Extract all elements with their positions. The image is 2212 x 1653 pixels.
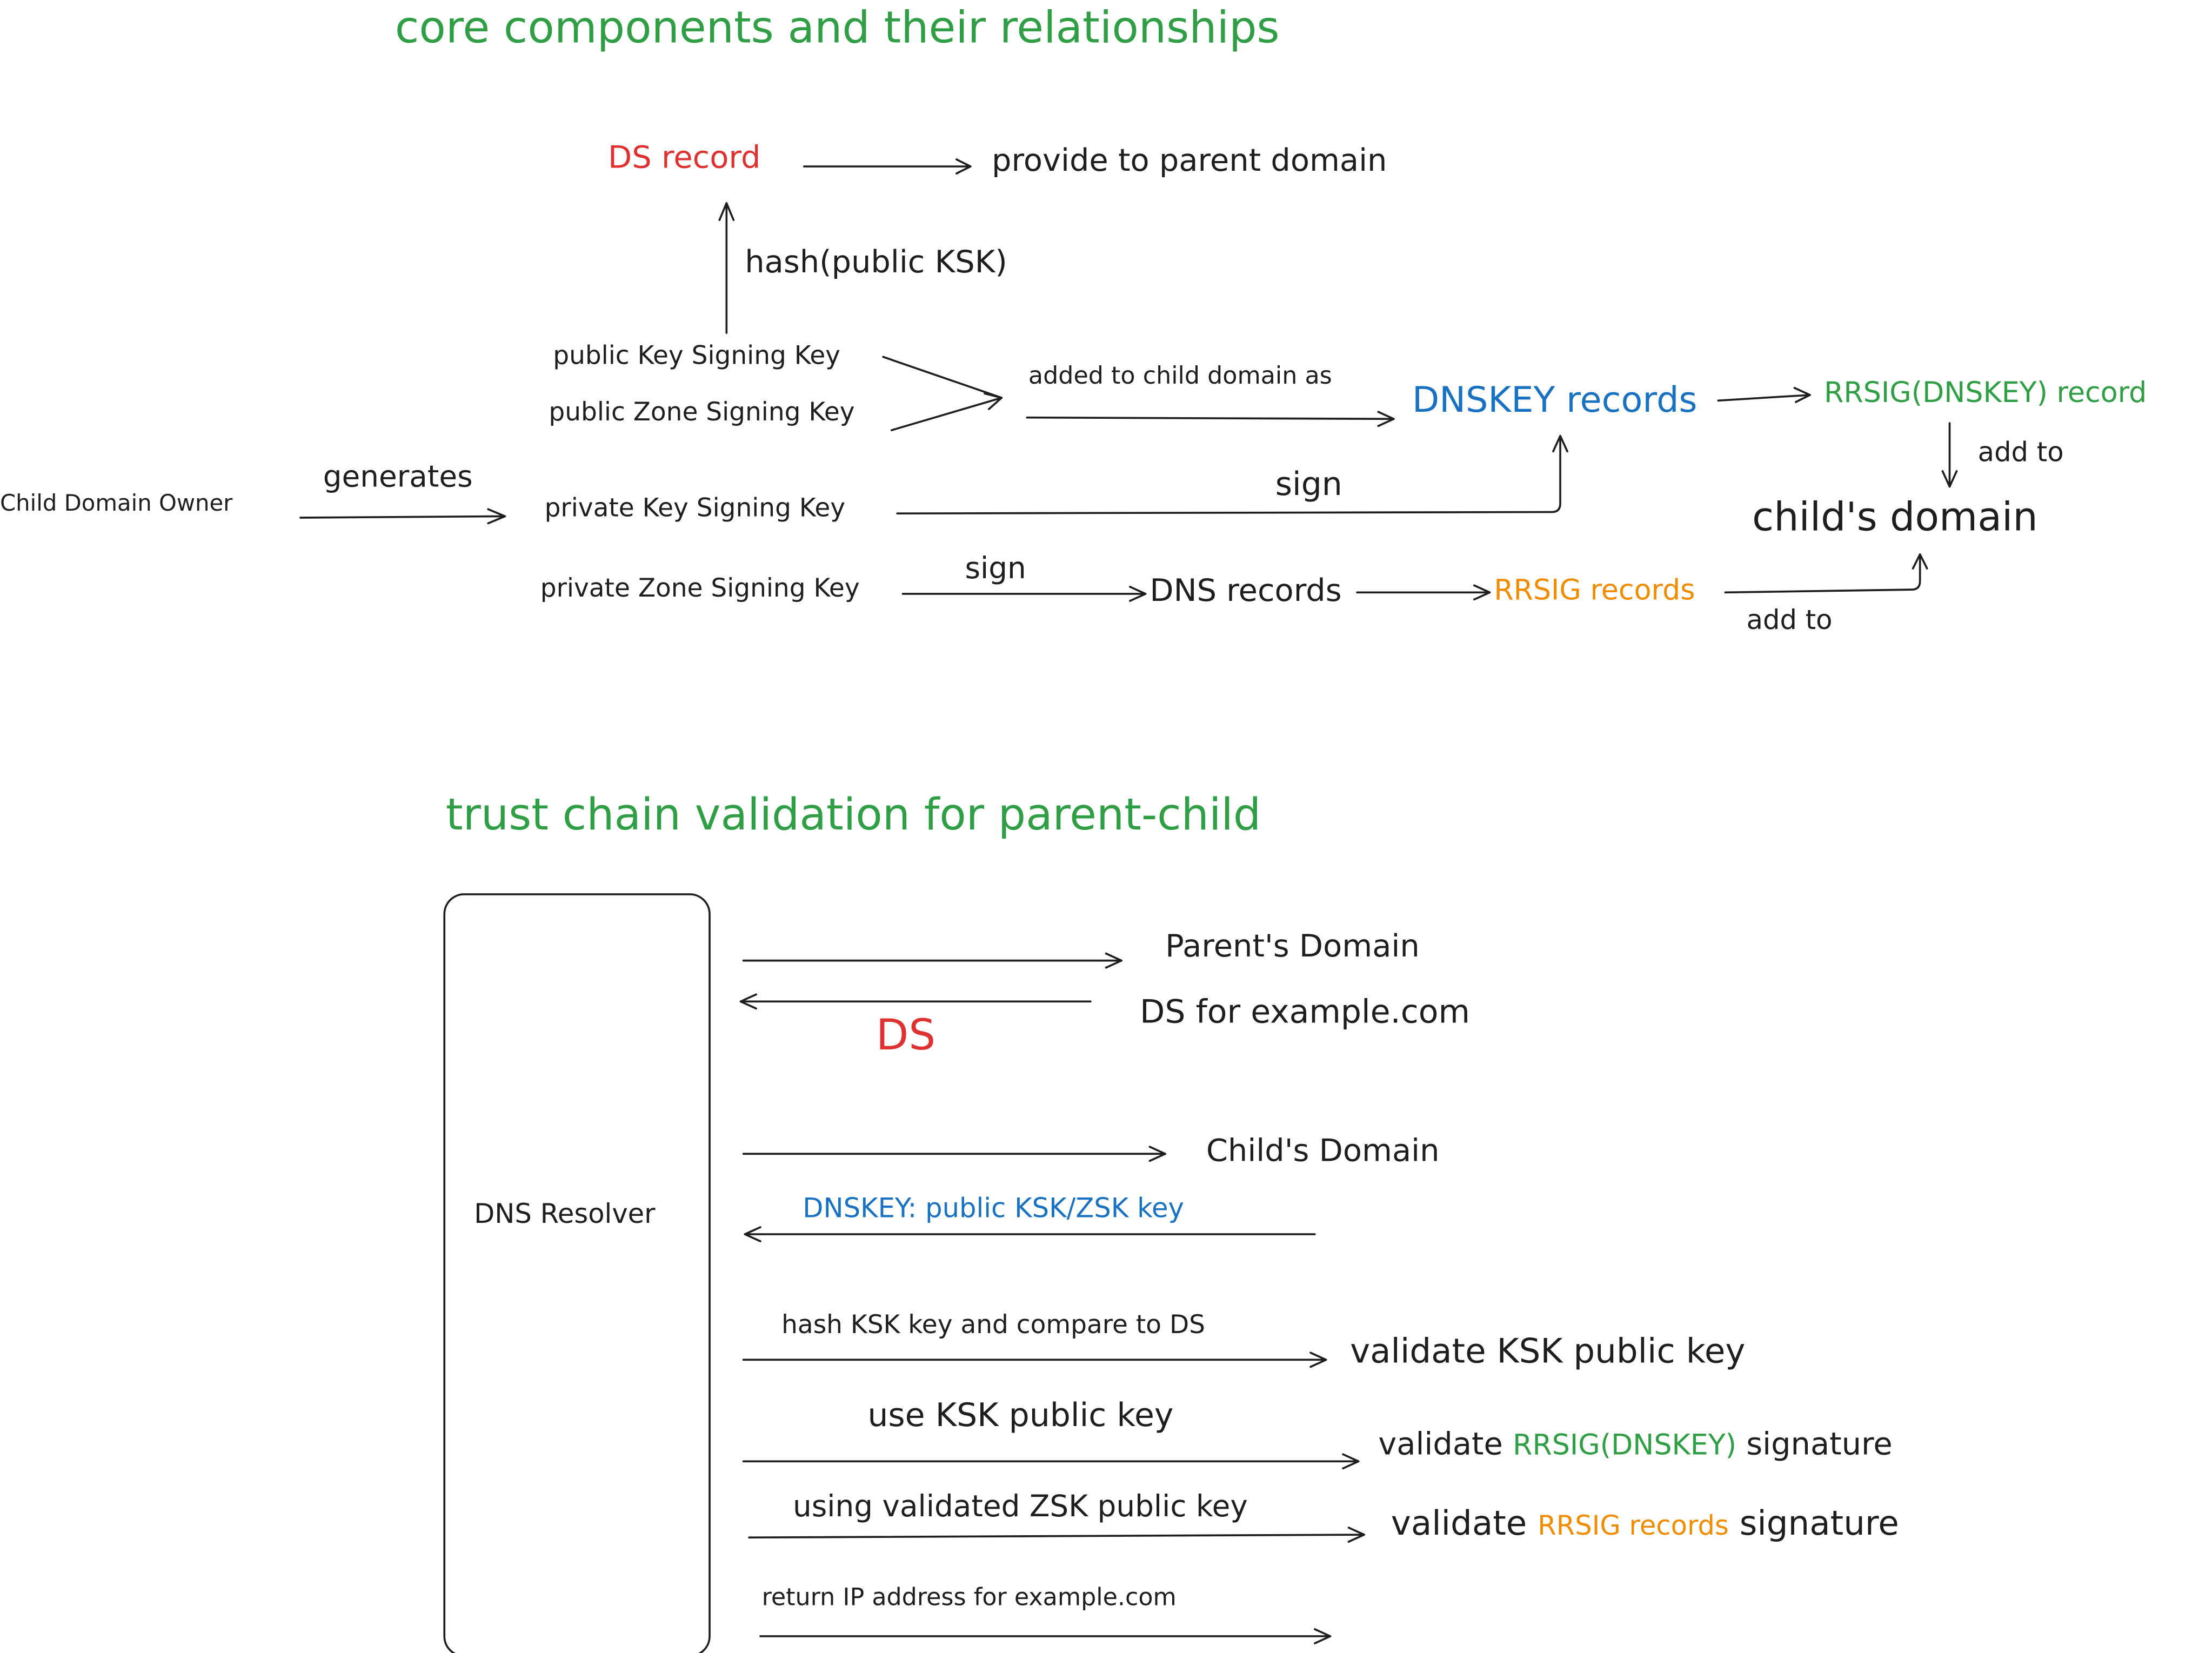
arrow-ds-response	[739, 993, 1092, 1010]
validate-rrsig-dnskey-line: validate RRSIG(DNSKEY) signature	[1378, 1430, 1892, 1461]
ds-record-label: DS record	[608, 141, 761, 177]
hash-public-ksk-label: hash(public KSK)	[745, 245, 1007, 281]
section1-title: core components and their relationships	[395, 3, 1280, 54]
dns-resolver-label: DNS Resolver	[474, 1199, 656, 1230]
arrow-query-child	[742, 1146, 1166, 1162]
add-to-label-1: add to	[1977, 437, 2064, 469]
arrow-generates	[299, 508, 506, 525]
rrsig-dnskey-inline: RRSIG(DNSKEY)	[1513, 1427, 1736, 1462]
arrow-sign-dns-records	[901, 586, 1147, 602]
private-ksk-label: private Key Signing Key	[544, 493, 846, 524]
rrsig-dnskey-record-label: RRSIG(DNSKEY) record	[1824, 375, 2147, 409]
ds-for-example-label: DS for example.com	[1140, 994, 1470, 1032]
arrow-dnskey-to-rrsig	[1717, 387, 1811, 403]
dnskey-records-label: DNSKEY records	[1412, 379, 1698, 420]
arrow-ds-to-parent	[803, 158, 972, 175]
sign-label-2: sign	[965, 551, 1026, 586]
childs-domain-label-2: Child's Domain	[1206, 1134, 1440, 1169]
arrow-sign-dnskey	[896, 434, 1568, 514]
public-zsk-label: public Zone Signing Key	[549, 398, 855, 427]
validate-ksk-label: validate KSK public key	[1350, 1331, 1746, 1371]
parents-domain-label: Parent's Domain	[1165, 929, 1420, 965]
arrow-added-to-dnskey	[1026, 411, 1395, 427]
private-zsk-label: private Zone Signing Key	[540, 574, 860, 604]
hash-compare-label: hash KSK key and compare to DS	[781, 1310, 1205, 1340]
add-to-label-2: add to	[1746, 605, 1833, 637]
ds-response-label: DS	[876, 1011, 936, 1061]
arrow-rrsig-down	[1941, 422, 1958, 488]
child-domain-owner-label: Child Domain Owner	[0, 489, 233, 517]
arrow-hash-compare	[742, 1351, 1327, 1368]
dnskey-keys-label: DNSKEY: public KSK/ZSK key	[803, 1193, 1184, 1224]
validate-rrsig-records-line: validate RRSIG records signature	[1391, 1507, 1899, 1541]
validate-word-1: validate	[1378, 1427, 1503, 1463]
return-ip-label: return IP address for example.com	[761, 1584, 1177, 1612]
dns-resolver-box	[443, 893, 711, 1653]
arrow-rrsig-to-child	[1724, 553, 1928, 594]
using-zsk-label: using validated ZSK public key	[793, 1489, 1248, 1524]
arrow-use-ksk	[742, 1453, 1360, 1470]
sign-label-1: sign	[1275, 467, 1342, 504]
provide-to-parent-label: provide to parent domain	[992, 144, 1387, 179]
signature-word-2: signature	[1739, 1503, 1899, 1543]
arrow-query-parent	[742, 952, 1123, 969]
arrow-public-zsk-merge	[890, 392, 1003, 431]
arrow-dns-to-rrsig	[1356, 584, 1491, 601]
arrow-hash-up	[718, 202, 735, 334]
rrsig-records-label: RRSIG records	[1494, 572, 1695, 607]
dns-records-label: DNS records	[1150, 574, 1342, 610]
use-ksk-label: use KSK public key	[867, 1397, 1174, 1435]
childs-domain-label: child's domain	[1752, 493, 2038, 540]
public-ksk-label: public Key Signing Key	[553, 341, 840, 371]
signature-word-1: signature	[1746, 1427, 1893, 1463]
rrsig-records-inline: RRSIG records	[1538, 1510, 1729, 1542]
arrow-dnskey-response	[744, 1226, 1316, 1242]
validate-word-2: validate	[1391, 1503, 1527, 1543]
arrow-using-zsk	[748, 1527, 1366, 1543]
arrow-public-ksk-merge	[882, 356, 1003, 399]
generates-label: generates	[323, 459, 473, 494]
arrow-return-ip	[759, 1628, 1332, 1644]
added-to-child-label: added to child domain as	[1028, 362, 1332, 391]
section2-title: trust chain validation for parent-child	[445, 789, 1261, 841]
